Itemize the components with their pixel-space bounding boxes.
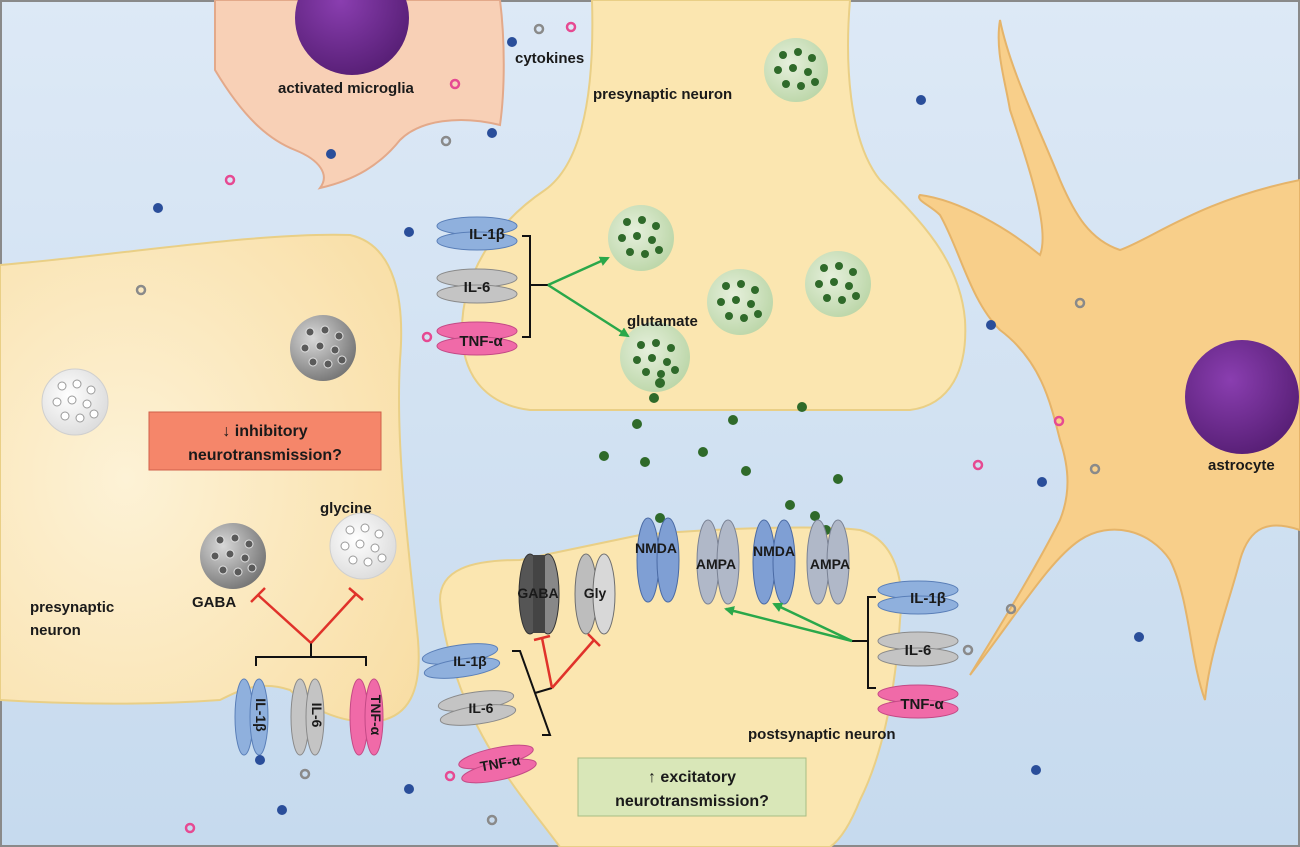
activation-arrow bbox=[772, 602, 853, 643]
tnfa-receptor-left: TNF-α bbox=[349, 678, 384, 756]
inhibitory-neurotransmission-box: ↓ inhibitory neurotransmission? bbox=[148, 411, 382, 471]
left-receptor-bracket bbox=[255, 643, 367, 666]
inhibition-arrows-left bbox=[250, 587, 364, 644]
glycine-receptor-post: Gly bbox=[574, 553, 616, 635]
il1b-receptor-left: IL-1β bbox=[234, 678, 269, 756]
il1b-receptor-left-label: IL-1β bbox=[253, 698, 269, 732]
presynaptic-left-label-2: neuron bbox=[30, 622, 81, 639]
astrocyte-nucleus bbox=[1185, 340, 1299, 454]
il6-receptor-post-left: IL-6 bbox=[437, 690, 517, 726]
il6-receptor-post-right: IL-6 bbox=[877, 631, 959, 667]
glutamate-vesicle bbox=[805, 251, 871, 317]
il6-receptor-post-left-label: IL-6 bbox=[469, 700, 494, 716]
gaba-vesicle bbox=[290, 315, 356, 381]
ampa-receptor-1-label: AMPA bbox=[696, 556, 736, 572]
post-right-bracket bbox=[852, 596, 876, 689]
glycine-label: glycine bbox=[320, 500, 372, 517]
gaba-receptor-post-label: GABA bbox=[517, 585, 558, 601]
il1b-receptor-top-label: IL-1β bbox=[469, 226, 505, 243]
glutamate-vesicle bbox=[608, 205, 674, 271]
nmda-receptor-2-label: NMDA bbox=[753, 543, 795, 559]
excitatory-box-line1: ↑ excitatory bbox=[648, 769, 736, 786]
il6-receptor-left-label: IL-6 bbox=[309, 703, 325, 728]
il6-receptor-top-label: IL-6 bbox=[464, 279, 491, 296]
excitatory-neurotransmission-box: ↑ excitatory neurotransmission? bbox=[577, 757, 807, 817]
astrocyte-body bbox=[918, 19, 1300, 701]
presynaptic-left-label-1: presynaptic bbox=[30, 599, 114, 616]
activation-arrow bbox=[547, 256, 610, 287]
microglia-label: activated microglia bbox=[278, 80, 415, 97]
presynaptic-top-label: presynaptic neuron bbox=[593, 86, 732, 103]
postsynaptic-label: postsynaptic neuron bbox=[748, 726, 896, 743]
tnfa-receptor-top-label: TNF-α bbox=[459, 333, 503, 350]
il1b-receptor-post-right-label: IL-1β bbox=[910, 590, 946, 607]
ampa-receptor-2: AMPA bbox=[806, 519, 850, 605]
tnfa-receptor-post-right-label: TNF-α bbox=[900, 696, 944, 713]
gaba-label: GABA bbox=[192, 594, 236, 611]
ampa-receptor-2-label: AMPA bbox=[810, 556, 850, 572]
tnfa-receptor-post-left: TNF-α bbox=[458, 744, 537, 784]
activation-arrow bbox=[724, 606, 853, 643]
microglia-body bbox=[214, 0, 505, 190]
il6-receptor-left: IL-6 bbox=[290, 678, 325, 756]
il6-receptor-top: IL-6 bbox=[436, 268, 518, 304]
glycine-vesicle-2 bbox=[329, 512, 397, 580]
excitatory-box-line2: neurotransmission? bbox=[615, 793, 769, 810]
nmda-receptor-1-label: NMDA bbox=[635, 540, 677, 556]
tnfa-receptor-left-label: TNF-α bbox=[368, 695, 384, 736]
glycine-vesicle bbox=[41, 368, 109, 436]
activation-arrow bbox=[547, 283, 630, 338]
presynaptic-neuron-left bbox=[0, 233, 420, 724]
cytokines-label: cytokines bbox=[515, 50, 584, 67]
inhibition-arrows-post bbox=[533, 633, 601, 689]
astrocyte-label: astrocyte bbox=[1208, 457, 1275, 474]
nmda-receptor-1: NMDA bbox=[635, 517, 680, 603]
glutamate-vesicle-releasing bbox=[620, 322, 690, 392]
inhibitory-box-line1: ↓ inhibitory bbox=[222, 423, 307, 440]
il1b-receptor-post-right: IL-1β bbox=[877, 580, 959, 615]
glycine-receptor-post-label: Gly bbox=[584, 585, 607, 601]
il1b-receptor-top: IL-1β bbox=[436, 216, 518, 251]
gaba-vesicle-2 bbox=[200, 523, 266, 589]
cytokine-particles bbox=[135, 21, 1144, 834]
glutamate-label: glutamate bbox=[627, 313, 698, 330]
il1b-receptor-post-left-label: IL-1β bbox=[453, 653, 487, 669]
il1b-receptor-post-left: IL-1β bbox=[421, 643, 501, 679]
tnfa-receptor-post-left-label: TNF-α bbox=[479, 752, 522, 775]
il6-receptor-post-right-label: IL-6 bbox=[905, 642, 932, 659]
tnfa-receptor-post-right: TNF-α bbox=[877, 684, 959, 719]
post-left-bracket bbox=[512, 650, 553, 736]
nmda-receptor-2: NMDA bbox=[752, 519, 796, 605]
microglia-nucleus bbox=[295, 0, 409, 75]
glutamate-vesicle bbox=[764, 38, 828, 102]
tnfa-receptor-top: TNF-α bbox=[436, 321, 518, 356]
glutamate-vesicle bbox=[707, 269, 773, 335]
gaba-receptor-post: GABA bbox=[517, 553, 560, 635]
inhibitory-box-line2: neurotransmission? bbox=[188, 447, 342, 464]
ampa-receptor-1: AMPA bbox=[696, 519, 740, 605]
top-receptor-bracket bbox=[522, 235, 548, 338]
